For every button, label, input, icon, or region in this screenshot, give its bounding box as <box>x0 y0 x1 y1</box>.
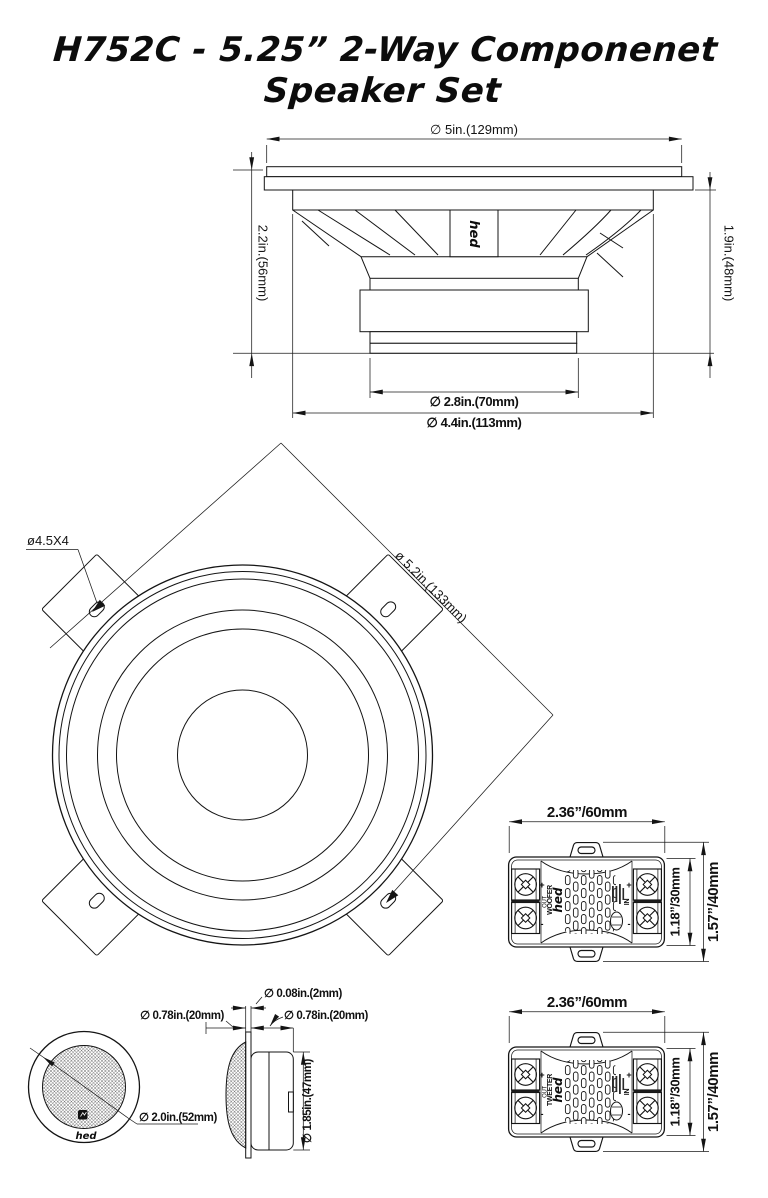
tweeter-crossover-channel-label: TWEETER <box>547 1074 554 1106</box>
dim-woofer-crossover-width: 2.36”/60mm <box>547 804 627 821</box>
hed-logo-woofer-crossover: hed <box>551 887 565 913</box>
dim-tweeter-crossover-width: 2.36”/60mm <box>547 994 627 1011</box>
dim-tweeter-body-diameter: ∅ 1.85in.(47mm) <box>302 1058 314 1142</box>
dim-woofer-magnet-diameter: ∅ 2.8in.(70mm) <box>430 394 519 409</box>
dim-woofer-basket-diameter: ∅ 4.4in.(113mm) <box>427 415 522 430</box>
dim-woofer-mounting-depth: 1.9in.(48mm) <box>722 225 737 302</box>
dim-tweeter-rear-depth: ∅ 0.78in.(20mm) <box>284 1010 368 1022</box>
dim-tweeter-flange-thickness: ∅ 0.08in.(2mm) <box>264 988 342 1000</box>
tweeter-crossover-out-minus: - <box>541 1109 544 1119</box>
tweeter-crossover-in-plus: + <box>626 1070 631 1080</box>
woofer-crossover: + - OUT WOOFER hed + - IN 2.36”/60mm 1.1… <box>507 804 722 963</box>
dim-woofer-total-depth: 2.2in.(56mm) <box>256 225 271 302</box>
dim-tweeter-front-depth: ∅ 0.78in.(20mm) <box>140 1010 224 1022</box>
woofer-front-view: ø 5.2in.(133mm) ø4.5X4 <box>26 442 554 956</box>
woofer-crossover-out-minus: - <box>541 919 544 929</box>
dim-tweeter-crossover-overall-height: 1.57”/40mm <box>705 1052 722 1132</box>
hed-logo-tweeter-front: hed <box>75 1131 97 1142</box>
hed-logo-side-view: hed <box>466 220 481 248</box>
dim-woofer-outer-diameter: ∅ 5in.(129mm) <box>430 122 518 137</box>
dim-tweeter-diameter: ∅ 2.0in.(52mm) <box>139 1112 217 1124</box>
tweeter-crossover-out-label: OUT <box>543 1085 549 1097</box>
woofer-crossover-channel-label: WOOFER <box>547 885 554 915</box>
tweeter-crossover-in-minus: - <box>628 1109 631 1119</box>
tweeter-crossover-in-label: IN <box>624 1089 631 1096</box>
dim-tweeter-crossover-body-height: 1.18”/30mm <box>668 1058 683 1127</box>
tweeter-crossover: + - OUT TWEETER hed + - IN 2.36”/60mm 1.… <box>507 994 722 1153</box>
woofer-crossover-out-label: OUT <box>543 895 549 907</box>
dim-woofer-crossover-overall-height: 1.57”/40mm <box>705 862 722 942</box>
woofer-crossover-in-label: IN <box>624 899 631 906</box>
tweeter-side-view: ∅ 0.08in.(2mm) ∅ 0.78in.(20mm) ∅ 0.78in.… <box>140 988 369 1159</box>
dim-woofer-crossover-body-height: 1.18”/30mm <box>668 868 683 937</box>
tweeter-crossover-out-plus: + <box>539 1070 544 1080</box>
woofer-side-view: ∅ 5in.(129mm) hed <box>233 122 737 430</box>
woofer-crossover-in-plus: + <box>626 880 631 890</box>
woofer-crossover-in-minus: - <box>628 919 631 929</box>
dim-woofer-mounting-holes: ø4.5X4 <box>27 533 69 548</box>
hed-logo-tweeter-crossover: hed <box>551 1077 565 1103</box>
tweeter-front-view: hed ∅ 2.0in.(52mm) <box>27 1030 218 1144</box>
woofer-crossover-out-plus: + <box>539 880 544 890</box>
